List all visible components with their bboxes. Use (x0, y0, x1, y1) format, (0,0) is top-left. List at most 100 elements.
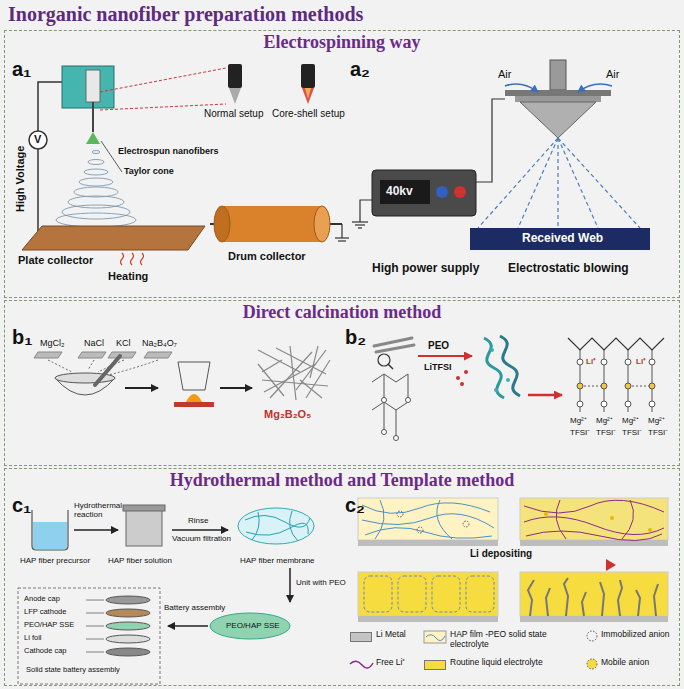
electroblowing-setup (515, 96, 601, 102)
peo-composite-scheme (601, 401, 607, 407)
hydrothermal-process (252, 512, 259, 540)
li-deposition-scheme (362, 500, 494, 539)
calcination-process (78, 352, 106, 358)
li-deposition-scheme (397, 511, 403, 517)
peo-composite-scheme (372, 374, 408, 382)
section-band: Hydrothermal method and Template method (4, 468, 680, 686)
li-deposition-scheme (648, 528, 652, 532)
hydrothermal-process (290, 511, 298, 541)
calcination-process (178, 362, 210, 390)
li-deposition-scheme (606, 559, 616, 571)
li-deposition-scheme (350, 661, 373, 668)
hydrothermal-process (238, 508, 314, 544)
figure-label: HAP fiber solution (108, 556, 172, 565)
figure-label: Electrospun nanofibers (118, 146, 219, 156)
hydrothermal-process (246, 523, 308, 535)
legend-text: Routine liquid electrolyte (450, 658, 575, 668)
hydrothermal-process (106, 596, 150, 604)
figure-label: Mg²⁺ (622, 416, 639, 425)
li-deposition-scheme (520, 540, 668, 546)
li-deposition-scheme (526, 531, 662, 541)
electrospinning-setup (22, 64, 349, 265)
peo-composite-scheme (580, 386, 604, 387)
figure-label: Cathode cap (24, 647, 67, 656)
figure-label: PEO (428, 340, 449, 352)
hydrothermal-process (86, 613, 104, 614)
calcination-process (220, 387, 252, 389)
figure-label: NaCl (84, 338, 104, 348)
figure-label: TFSI⁻ (622, 428, 642, 437)
calcination-process (34, 352, 62, 358)
li-deposition-scheme (397, 511, 469, 533)
figure-label: High Voltage (14, 146, 27, 212)
figure-label: Mg²⁺ (596, 416, 613, 425)
li-deposition-scheme (425, 563, 606, 567)
electrospinning-setup (100, 68, 226, 92)
li-deposition-scheme (364, 576, 494, 612)
peo-composite-scheme (580, 350, 652, 412)
peo-composite-scheme (494, 388, 498, 392)
peo-composite-scheme (418, 355, 472, 357)
peo-composite-scheme (500, 336, 520, 396)
electrospinning-setup (92, 151, 100, 154)
peo-composite-scheme (372, 374, 408, 436)
peo-composite-scheme (374, 338, 412, 346)
hydrothermal-process (86, 600, 104, 652)
li-deposition-scheme (556, 500, 566, 539)
figure-label: Core-shell setup (272, 108, 345, 120)
li-deposition-scheme (544, 512, 548, 516)
peo-composite-scheme (568, 338, 664, 350)
electroblowing-setup (380, 180, 430, 204)
li-deposition-scheme (362, 503, 490, 513)
li-deposition-scheme (654, 584, 658, 616)
figure-label: Battery assembly (164, 603, 225, 612)
li-deposition-scheme (358, 498, 498, 540)
electrospinning-setup (228, 64, 242, 88)
calcination-process (296, 350, 326, 390)
electroblowing-setup (520, 102, 596, 138)
li-deposition-scheme (358, 616, 498, 622)
electrospinning-setup (92, 102, 94, 132)
peo-composite-scheme (408, 374, 409, 398)
hydrothermal-process (86, 626, 104, 627)
li-deposition-scheme (358, 572, 498, 616)
hydrothermal-process (245, 515, 310, 527)
electrospinning-setup (314, 206, 330, 242)
figure-label: LFP cathode (24, 608, 66, 617)
legend-text: Free Li⁺ (376, 658, 421, 668)
panel-letter: b₁ (12, 326, 33, 349)
electrospinning-setup (22, 226, 205, 250)
calcination-process (258, 364, 284, 396)
peo-composite-scheme (649, 383, 655, 389)
electroblowing-setup (518, 138, 558, 228)
electrospinning-setup (214, 206, 230, 242)
figure-label: PEO/HAP SSE (24, 621, 74, 630)
peo-composite-scheme (577, 401, 583, 407)
peo-composite-scheme (406, 398, 411, 403)
figure-label: Heating (108, 270, 148, 283)
peo-composite-scheme (384, 374, 385, 398)
figure-label: Normal setup (204, 108, 263, 120)
li-deposition-scheme (524, 500, 664, 513)
calcination-process (95, 356, 120, 385)
figure-label: Li⁺ (586, 357, 596, 366)
calcination-process (125, 387, 158, 389)
calcination-process (300, 380, 322, 398)
li-deposition-scheme (424, 631, 446, 643)
hydrothermal-process (18, 505, 314, 684)
electrospinning-setup (62, 205, 130, 219)
electrospinning-setup (121, 253, 124, 265)
figure-label: Air (498, 68, 511, 81)
li-deposition-scheme (528, 580, 534, 616)
peo-composite-scheme (625, 383, 631, 389)
li-deposition-scheme (528, 578, 658, 616)
peo-composite-scheme (625, 401, 631, 407)
legend-text: Li Metal (376, 630, 421, 640)
li-deposition-scheme (520, 498, 668, 540)
peo-composite-scheme (484, 338, 504, 398)
calcination-process (258, 346, 330, 400)
figure-label: TFSI⁻ (596, 428, 616, 437)
peo-composite-scheme (601, 359, 607, 365)
peo-composite-scheme (396, 410, 397, 436)
figure-label: TFSI⁻ (570, 428, 590, 437)
